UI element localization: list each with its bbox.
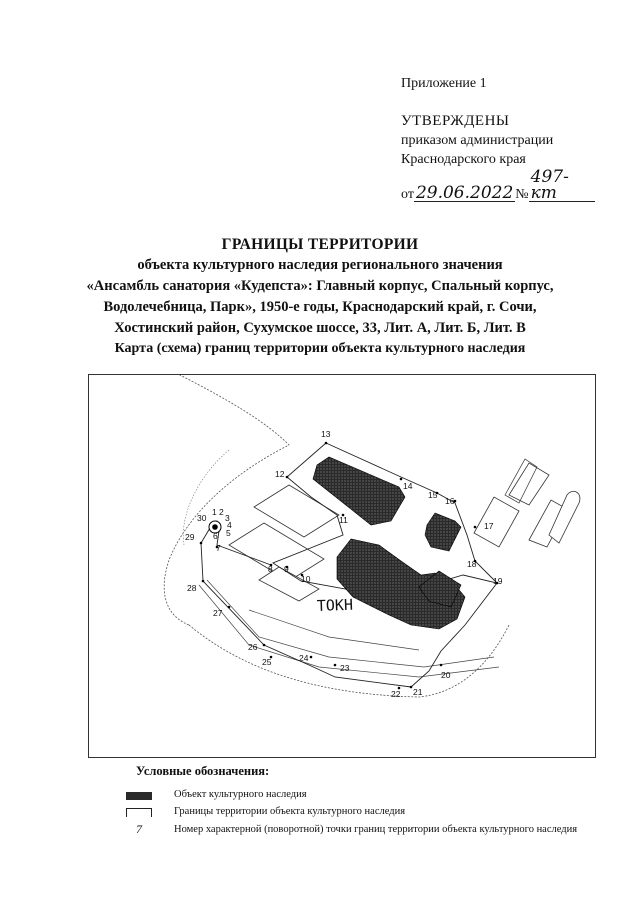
point-label-6: 6 (213, 531, 218, 541)
number-prefix: № (515, 187, 529, 202)
building-outline-4 (473, 496, 520, 548)
point-label-19: 19 (493, 576, 503, 586)
date-prefix: от (401, 187, 414, 202)
point-label-30: 30 (197, 513, 207, 523)
appendix-label: Приложение 1 (401, 76, 487, 91)
point-label-4: 4 (227, 520, 232, 530)
point-label-9: 9 (284, 564, 289, 574)
point-label-20: 20 (441, 670, 451, 680)
point-label-2: 2 (219, 507, 224, 517)
document-title: ГРАНИЦЫ ТЕРРИТОРИИ объекта культурного н… (70, 234, 570, 339)
building-outline-3 (258, 566, 320, 602)
coast-line (188, 624, 510, 698)
building-outline-1 (253, 484, 340, 538)
point-label-28: 28 (187, 583, 197, 593)
map-caption: Карта (схема) границ территории объекта … (114, 341, 526, 356)
outer-road-left (163, 372, 290, 626)
point-label-16: 16 (445, 496, 455, 506)
legend-title: Условные обозначения: (136, 764, 270, 778)
heritage-wing (418, 570, 462, 608)
legend-heritage-label: Объект культурного наследия (174, 789, 307, 800)
title-line-4: Хостинский район, Сухумское шоссе, 33, Л… (114, 320, 526, 336)
building-outline-7 (548, 490, 581, 544)
point-label-11: 11 (339, 515, 348, 525)
heritage-sleeping-building (336, 538, 466, 630)
map-frame: ТОКН 1 2 3 4 5 6 7 8 9 10 11 12 13 14 15… (88, 372, 596, 758)
number-value: 497-кт (528, 169, 595, 202)
title-line-2: «Ансамбль санатория «Кудепста»: Главный … (86, 278, 554, 294)
point-label-3: 3 (225, 513, 230, 523)
legend-boundary-label: Границы территории объекта культурного н… (174, 806, 406, 817)
point-label-23: 23 (340, 663, 350, 673)
heritage-hydro-building (424, 512, 462, 552)
building-outline-2 (228, 522, 325, 582)
road-lower-3 (248, 609, 420, 651)
legend-boundary-swatch (126, 808, 152, 817)
point-label-8: 8 (268, 564, 273, 574)
point-label-14: 14 (403, 481, 413, 491)
approved-line-1: приказом администрации (401, 133, 554, 148)
territory-map: ТОКН 1 2 3 4 5 6 7 8 9 10 11 12 13 14 15… (163, 372, 581, 699)
heritage-main-building (312, 456, 406, 526)
point-label-22: 22 (391, 689, 401, 699)
title-line-1: объекта культурного наследия регионально… (137, 257, 503, 273)
road-lower (198, 584, 500, 678)
point-label-15: 15 (428, 490, 438, 500)
point-label-1: 1 (212, 507, 217, 517)
point-label-27: 27 (213, 608, 223, 618)
point-label-5: 5 (226, 528, 231, 538)
legend-point-symbol: 7 (136, 822, 142, 836)
title-main: ГРАНИЦЫ ТЕРРИТОРИИ (221, 236, 419, 253)
point-label-7: 7 (216, 543, 221, 553)
point-label-18: 18 (467, 559, 477, 569)
point-label-13: 13 (321, 429, 331, 439)
approved-title: УТВЕРЖДЕНЫ (401, 113, 510, 129)
point-label-10: 10 (301, 574, 311, 584)
point-label-17: 17 (484, 521, 494, 531)
point-label-24: 24 (299, 653, 309, 663)
point-label-21: 21 (413, 687, 423, 697)
point-ticks (199, 441, 499, 690)
outer-road-left-2 (182, 449, 230, 546)
zone-label: ТОКН (317, 596, 354, 615)
point-label-12: 12 (275, 469, 285, 479)
point-label-26: 26 (248, 642, 258, 652)
point-marker-dot (212, 524, 218, 530)
road-lower-2 (206, 579, 495, 668)
point-label-25: 25 (262, 657, 272, 667)
point-label-29: 29 (185, 532, 195, 542)
legend-point-label: Номер характерной (поворотной) точки гра… (174, 824, 578, 835)
approval-block: УТВЕРЖДЕНЫ приказом администрации Красно… (401, 112, 595, 204)
building-outline-5 (508, 462, 550, 506)
building-outline-8 (504, 458, 538, 504)
title-line-3: Водолечебница, Парк», 1950-е годы, Красн… (103, 299, 537, 315)
legend-heritage-swatch (126, 792, 152, 800)
date-value: 29.06.2022 (413, 183, 516, 203)
approved-line-2: Краснодарского края (401, 152, 526, 167)
